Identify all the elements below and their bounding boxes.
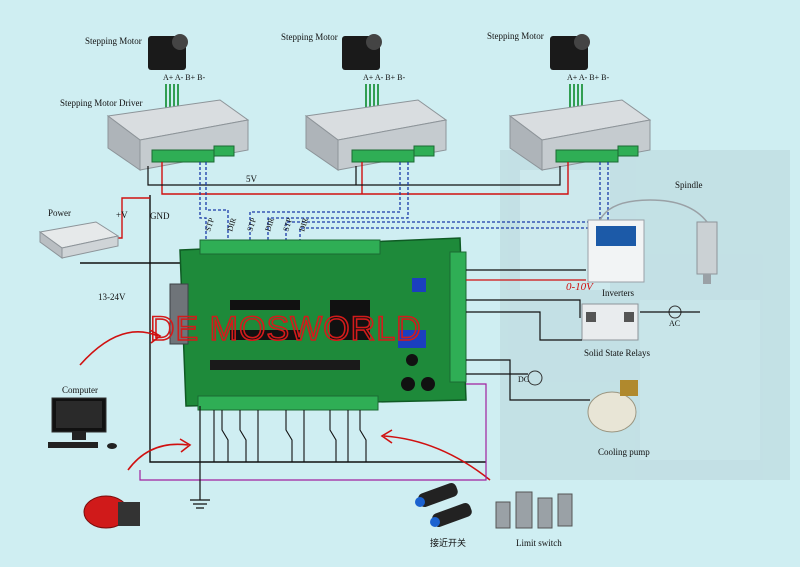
stepping-motor-driver-1 [106, 99, 250, 171]
watermark: DE MOSWORLD [150, 310, 422, 348]
stepping-motor-label: Stepping Motor [487, 31, 544, 41]
motor-pin-label: A+ A- B+ B- [163, 73, 205, 82]
spindle: Spindle [599, 180, 718, 284]
stepping-motor-driver-3 [508, 99, 652, 171]
stp-label: STP [245, 216, 258, 232]
dir-label: DIR [297, 216, 310, 233]
computer-label: Computer [62, 385, 98, 395]
inverter: Inverters [587, 219, 645, 298]
stepping-motor-label: Stepping Motor [281, 32, 338, 42]
stp-label: STP [203, 216, 216, 232]
red-hand-arrows [79, 329, 491, 481]
gnd-label: GND [150, 211, 170, 221]
proximity-switch-label: 接近开关 [430, 537, 466, 548]
five-v-label: 5V [246, 174, 258, 184]
cooling-pump-label: Cooling pump [598, 447, 650, 457]
cooling-pump: DC Cooling pump [518, 370, 650, 457]
ac-label: AC [669, 319, 680, 328]
computer: Computer [48, 385, 117, 449]
power-supply: Power [38, 208, 120, 259]
stepping-motor-2: Stepping Motor A+ A- B+ B- [281, 32, 405, 82]
stp-label: STP [281, 216, 294, 232]
stepping-motor-driver-2 [304, 99, 448, 171]
zero-ten-v-label: 0-10V [566, 281, 594, 293]
solid-state-relay: Solid State Relays AC [581, 303, 682, 358]
step-dir-wires [199, 162, 609, 246]
output-wires [139, 269, 700, 481]
breakout-board [169, 237, 467, 411]
stepping-motor-label: Stepping Motor [85, 36, 142, 46]
stepping-motor-driver-label: Stepping Motor Driver [60, 98, 143, 108]
input-switch-lines [213, 410, 367, 462]
solid-state-relays-label: Solid State Relays [584, 348, 650, 358]
spindle-label: Spindle [675, 180, 703, 190]
dir-label: DIR [225, 216, 238, 233]
limit-switch-label: Limit switch [516, 538, 562, 548]
stepping-motor-1: Stepping Motor A+ A- B+ B- [85, 34, 205, 82]
proximity-switches: 接近开关 [415, 482, 472, 548]
v13-24-label: 13-24V [98, 292, 126, 302]
power-label: Power [48, 208, 71, 218]
plus-v-label: +V [116, 210, 128, 220]
emergency-stop-button [83, 495, 140, 529]
motor-pin-label: A+ A- B+ B- [567, 73, 609, 82]
dc-label: DC [518, 375, 529, 384]
ground-symbol [190, 406, 210, 509]
inverters-label: Inverters [602, 288, 634, 298]
motor-pin-label: A+ A- B+ B- [363, 73, 405, 82]
limit-switches: Limit switch [495, 491, 573, 548]
dir-label: DIR [263, 216, 276, 233]
stepping-motor-3: Stepping Motor A+ A- B+ B- [487, 31, 609, 82]
